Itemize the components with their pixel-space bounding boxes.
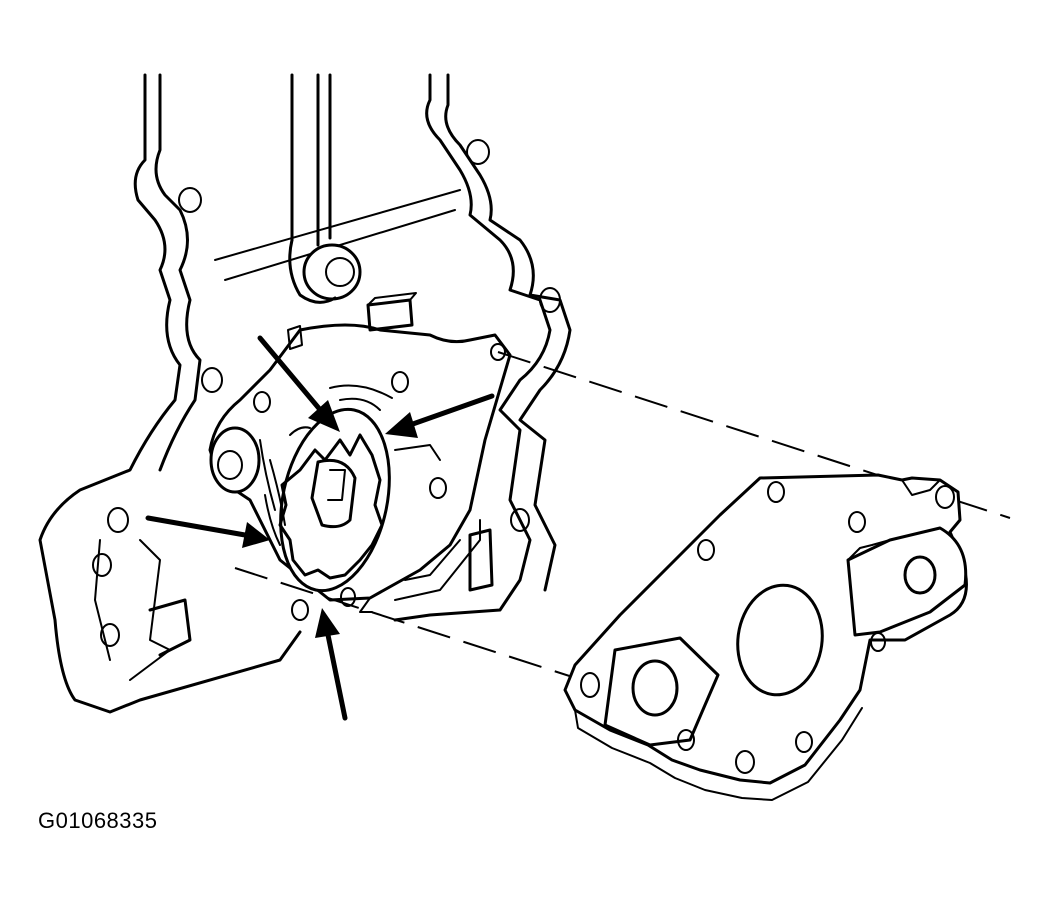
- arrow-rotor-bottom: [315, 608, 348, 721]
- arrow-outer-rotor: [385, 393, 495, 438]
- arrow-rotor-left: [145, 515, 270, 548]
- figure-id-label: G01068335: [38, 808, 158, 833]
- pump-cover-plate: [563, 473, 968, 801]
- arrow-rotor-top: [257, 335, 340, 432]
- indicator-arrows: [145, 335, 495, 721]
- pump-rotor-assembly: [259, 384, 441, 593]
- housing-bolt-holes: [92, 139, 561, 647]
- front-cover-housing: [38, 73, 572, 714]
- cover-bolt-holes: [580, 481, 955, 774]
